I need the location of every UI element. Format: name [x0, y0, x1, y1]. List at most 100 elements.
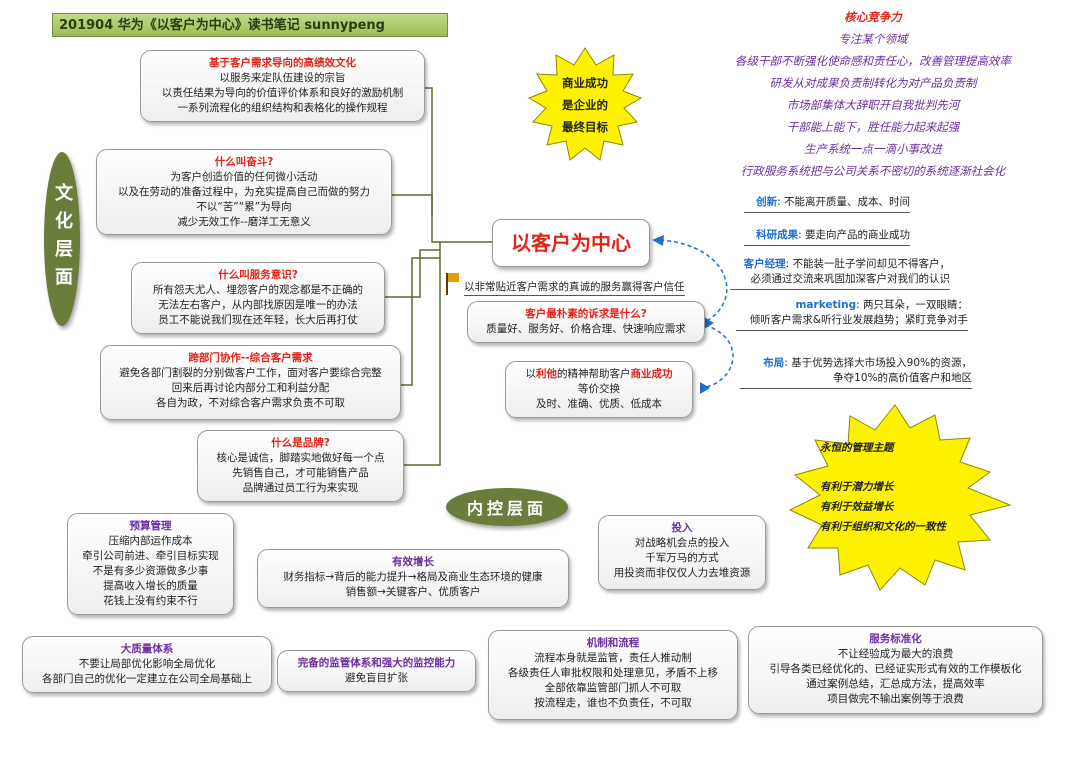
star-title: 永恒的管理主题: [820, 442, 894, 454]
box-line: 财务指标→背后的能力提升→格局及商业生态环境的健康: [283, 571, 543, 583]
star-line: 有利于组织和文化的一致性: [820, 521, 946, 533]
core-line: 研发从对成果负责制转化为对产品负责制: [769, 76, 977, 90]
core-title: 核心竞争力: [844, 10, 902, 24]
quality-box: 大质量体系 不要让局部优化影响全局优化 各部门自己的优化一定建立在公司全局基础上: [22, 636, 272, 693]
core-line: 行政服务系统把与公司关系不密切的系统逐渐社会化: [740, 164, 1006, 178]
arrowhead-mid2: [700, 382, 710, 394]
box-heading: 基于客户需求导向的高绩效文化: [209, 57, 356, 69]
box-line: 通过案例总结，汇总成方法，提高效率: [806, 678, 985, 690]
box-line: 回来后再讨论内部分工和利益分配: [171, 382, 330, 394]
mid-text: 的精神帮助客户: [557, 368, 631, 380]
star-line: 有利于潜力增长: [820, 481, 894, 493]
box-line: 以及在劳动的准备过程中，为充实提高自己而做的努力: [118, 186, 370, 198]
budget-box: 预算管理 压缩内部运作成本 牵引公司前进、牵引目标实现 不是有多少资源做多少事 …: [67, 513, 234, 615]
customer-needs-box: 客户最朴素的诉求是什么? 质量好、服务好、价格合理、快速响应需求: [467, 301, 705, 343]
box-heading: 完备的监管体系和强大的监控能力: [297, 657, 456, 669]
box-heading: 预算管理: [129, 520, 172, 532]
box-line: 千军万马的方式: [645, 552, 719, 564]
box-line: 提高收入增长的质量: [103, 580, 198, 592]
item-key: 客户经理: [743, 258, 786, 270]
item-value: : 不能离开质量、成本、时间: [777, 196, 910, 208]
item-key: 创新: [756, 196, 778, 208]
prefix-text: 以: [525, 368, 537, 380]
core-line: 市场部集体大辞职开自我批判先河: [786, 98, 960, 112]
arrowhead-mid1: [704, 317, 714, 329]
box-line: 各自为政，不对综合客户需求负责不可取: [156, 397, 345, 409]
box-line: 无法左右客户，从内部找原因是唯一的办法: [158, 299, 358, 311]
box-line: 先销售自己，才可能销售产品: [232, 467, 369, 479]
item-value: : 两只耳朵，一双眼睛：: [856, 299, 968, 311]
culture-box-striving: 什么叫奋斗? 为客户创造价值的任何微小活动 以及在劳动的准备过程中，为充实提高自…: [96, 149, 392, 235]
core-line: 专注某个领域: [838, 32, 908, 46]
box-line: 不要让局部优化影响全局优化: [78, 658, 216, 670]
item-value: : 基于优势选择大市场投入90%的资源，: [784, 357, 972, 369]
core-competitiveness: 核心竞争力 专注某个领域 各级干部不断强化使命感和责任心，改善管理提高效率 研发…: [700, 6, 1046, 182]
arrowhead-center: [652, 235, 664, 246]
core-line: 干部能上能下，胜任能力起来起强: [786, 120, 960, 134]
growth-box: 有效增长 财务指标→背后的能力提升→格局及商业生态环境的健康 销售额→关键客户、…: [257, 549, 569, 608]
box-heading: 大质量体系: [120, 643, 174, 655]
box-line: 不以“苦”“累”为导向: [196, 201, 292, 213]
culture-box-collaboration: 跨部门协作--综合客户需求 避免各部门割裂的分别做客户工作，面对客户要综合完整 …: [100, 345, 401, 420]
item-value: : 不能装一肚子学问却见不得客户，: [785, 258, 950, 270]
box-line: 以服务来定队伍建设的宗旨: [219, 72, 346, 84]
box-line: 各部门自己的优化一定建立在公司全局基础上: [42, 673, 252, 685]
box-line: 一系列流程化的组织结构和表格化的操作规程: [177, 102, 388, 114]
star-line: 有利于效益增长: [820, 501, 894, 513]
box-line: 及时、准确、优质、低成本: [536, 398, 662, 410]
right-item-research: 科研成果: 要走向产品的商业成功: [744, 228, 910, 246]
box-line: 不是有多少资源做多少事: [92, 565, 209, 577]
culture-box-performance: 基于客户需求导向的高绩效文化 以服务来定队伍建设的宗旨 以责任结果为导向的价值评…: [140, 50, 425, 122]
box-line: 所有怨天尤人、埋怨客户的观念都是不正确的: [153, 284, 363, 296]
culture-box-service: 什么叫服务意识? 所有怨天尤人、埋怨客户的观念都是不正确的 无法左右客户，从内部…: [131, 262, 385, 334]
box-line: 核心是诚信，脚踏实地做好每一个点: [216, 452, 385, 464]
goal-line: 商业成功: [562, 76, 608, 90]
box-heading: 什么是品牌?: [271, 437, 330, 449]
right-item-innovation: 创新: 不能离开质量、成本、时间: [744, 195, 910, 213]
box-line: 流程本身就是监管，责任人推动制: [534, 652, 692, 664]
process-box: 机制和流程 流程本身就是监管，责任人推动制 各级责任人审批权限和处理意见，矛盾不…: [488, 630, 738, 720]
culture-box-brand: 什么是品牌? 核心是诚信，脚踏实地做好每一个点 先销售自己，才可能销售产品 品牌…: [197, 430, 404, 502]
goal-line: 最终目标: [562, 120, 608, 134]
goal-star-text: 商业成功 是企业的 最终目标: [552, 72, 618, 138]
flag-text: 以非常贴近客户需求的真诚的服务赢得客户信任: [464, 279, 685, 296]
box-line: 按流程走，谁也不负责任，不可取: [534, 697, 692, 709]
box-line: 全部依靠监管部门抓人不可取: [544, 682, 682, 694]
core-line: 生产系统一点一滴小事改进: [804, 142, 942, 156]
box-line: 销售额→关键客户、优质客户: [345, 586, 481, 598]
box-line: 压缩内部运作成本: [108, 535, 193, 547]
item-key: marketing: [795, 299, 857, 311]
star-shape-goal: [527, 47, 643, 161]
box-line: 减少无效工作--磨洋工无意义: [177, 216, 311, 228]
right-item-account-manager: 客户经理: 不能装一肚子学问却见不得客户， 必须通过交流来巩固加深客户对我们的认…: [730, 257, 950, 290]
culture-label: 文化层面: [44, 152, 80, 326]
altruism-box: 以利他的精神帮助客户商业成功 等价交换 及时、准确、优质、低成本: [505, 361, 693, 418]
box-line: 员工不能说我们现在还年轻，长大后再打仗: [158, 314, 358, 326]
box-heading: 客户最朴素的诉求是什么?: [525, 308, 647, 320]
item-value: : 要走向产品的商业成功: [798, 229, 910, 241]
page-title: 201904 华为《以客户为中心》读书笔记 sunnypeng: [52, 13, 448, 37]
item-key: 布局: [763, 357, 785, 369]
altruism-text: 利他: [536, 368, 557, 380]
supervision-box: 完备的监管体系和强大的监控能力 避免盲目扩张: [277, 650, 476, 692]
box-heading: 投入: [671, 522, 693, 534]
box-line: 引导各类已经优化的、已经证实形式有效的工作模板化: [769, 663, 1022, 675]
box-heading: 跨部门协作--综合客户需求: [188, 352, 313, 364]
box-heading: 有效增长: [392, 556, 434, 568]
investment-box: 投入 对战略机会点的投入 千军万马的方式 用投资而非仅仅人力去堆资源: [598, 515, 766, 590]
item-key: 科研成果: [756, 229, 799, 241]
box-line: 牵引公司前进、牵引目标实现: [82, 550, 219, 562]
central-topic: 以客户为中心: [492, 219, 650, 267]
business-success-text: 商业成功: [630, 368, 673, 380]
box-line: 花钱上没有约束不行: [103, 595, 198, 607]
box-line: 质量好、服务好、价格合理、快速响应需求: [486, 323, 686, 335]
management-star-text: 永恒的管理主题 有利于潜力增长 有利于效益增长 有利于组织和文化的一致性: [820, 440, 980, 537]
box-line: 用投资而非仅仅人力去堆资源: [613, 567, 751, 579]
item-value-2: 倾听客户需求&听行业发展趋势；紧盯竞争对手: [749, 314, 968, 326]
item-value-2: 争夺10%的高价值客户和地区: [833, 372, 972, 384]
box-line: 品牌通过员工行为来实现: [242, 482, 359, 494]
box-line: 以责任结果为导向的价值评价体系和良好的激励机制: [161, 87, 404, 99]
right-item-layout: 布局: 基于优势选择大市场投入90%的资源， 争夺10%的高价值客户和地区: [740, 356, 972, 389]
flag-icon: [445, 273, 459, 295]
